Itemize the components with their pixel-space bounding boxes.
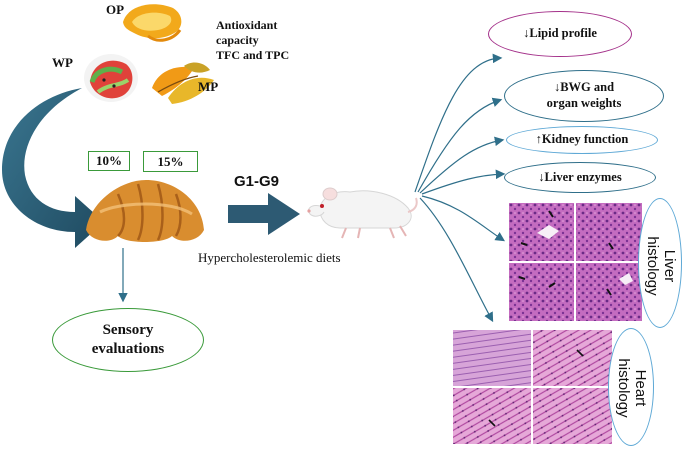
sensory-line-1: Sensory (102, 322, 154, 339)
liver-enzymes-oval: ↓Liver enzymes (504, 162, 656, 193)
level-15-box: 15% (143, 151, 198, 172)
heart-label-line-1: Heart (632, 369, 649, 407)
diet-caption: Hypercholesterolemic diets (198, 250, 341, 265)
croissant-image (86, 180, 204, 242)
op-label: OP (106, 2, 125, 17)
curved-process-arrow (2, 88, 104, 248)
groups-label: G1-G9 (234, 173, 280, 190)
antioxidant-line-3: TFC and TPC (216, 48, 290, 62)
bwg-line-2: organ weights (546, 96, 622, 110)
heart-histology-label-oval (608, 328, 654, 446)
heart-histology-panel (453, 330, 612, 444)
heart-histology-label: Heart histology (613, 345, 649, 431)
liver-histology-label-oval (638, 198, 682, 328)
kidney-function-oval: ↑Kidney function (506, 126, 658, 154)
sensory-line-2: evaluations (91, 341, 165, 357)
mango-peel-image (152, 62, 214, 104)
bwg-line-1: ↓BWG and (553, 80, 615, 95)
bwg-oval: ↓BWG and organ weights (504, 70, 664, 122)
liver-label-line-1: Liver (661, 249, 678, 283)
orange-peel-image (123, 4, 182, 42)
watermelon-peel-image (84, 54, 138, 102)
antioxidant-line-1: Antioxidant (216, 18, 278, 32)
mp-label: MP (198, 79, 219, 94)
liver-enzymes-text: ↓Liver enzymes (538, 169, 622, 184)
rat-image (307, 187, 418, 239)
liver-label-line-2: histology (644, 236, 661, 296)
heart-label-line-2: histology (615, 358, 632, 418)
wp-label: WP (52, 55, 73, 70)
antioxidant-line-2: capacity (216, 33, 259, 47)
liver-histology-panel (509, 203, 642, 321)
level-10-box: 10% (88, 151, 130, 171)
feeding-arrow (228, 193, 300, 235)
antioxidant-text: Antioxidant capacity TFC and TPC (216, 18, 289, 63)
lipid-profile-text: ↓Lipid profile (523, 26, 597, 41)
lipid-profile-oval: ↓Lipid profile (488, 11, 632, 57)
liver-histology-label: Liver histology (642, 223, 678, 309)
kidney-function-text: ↑Kidney function (535, 132, 629, 147)
sensory-evaluations-oval: Sensory evaluations (52, 308, 204, 372)
